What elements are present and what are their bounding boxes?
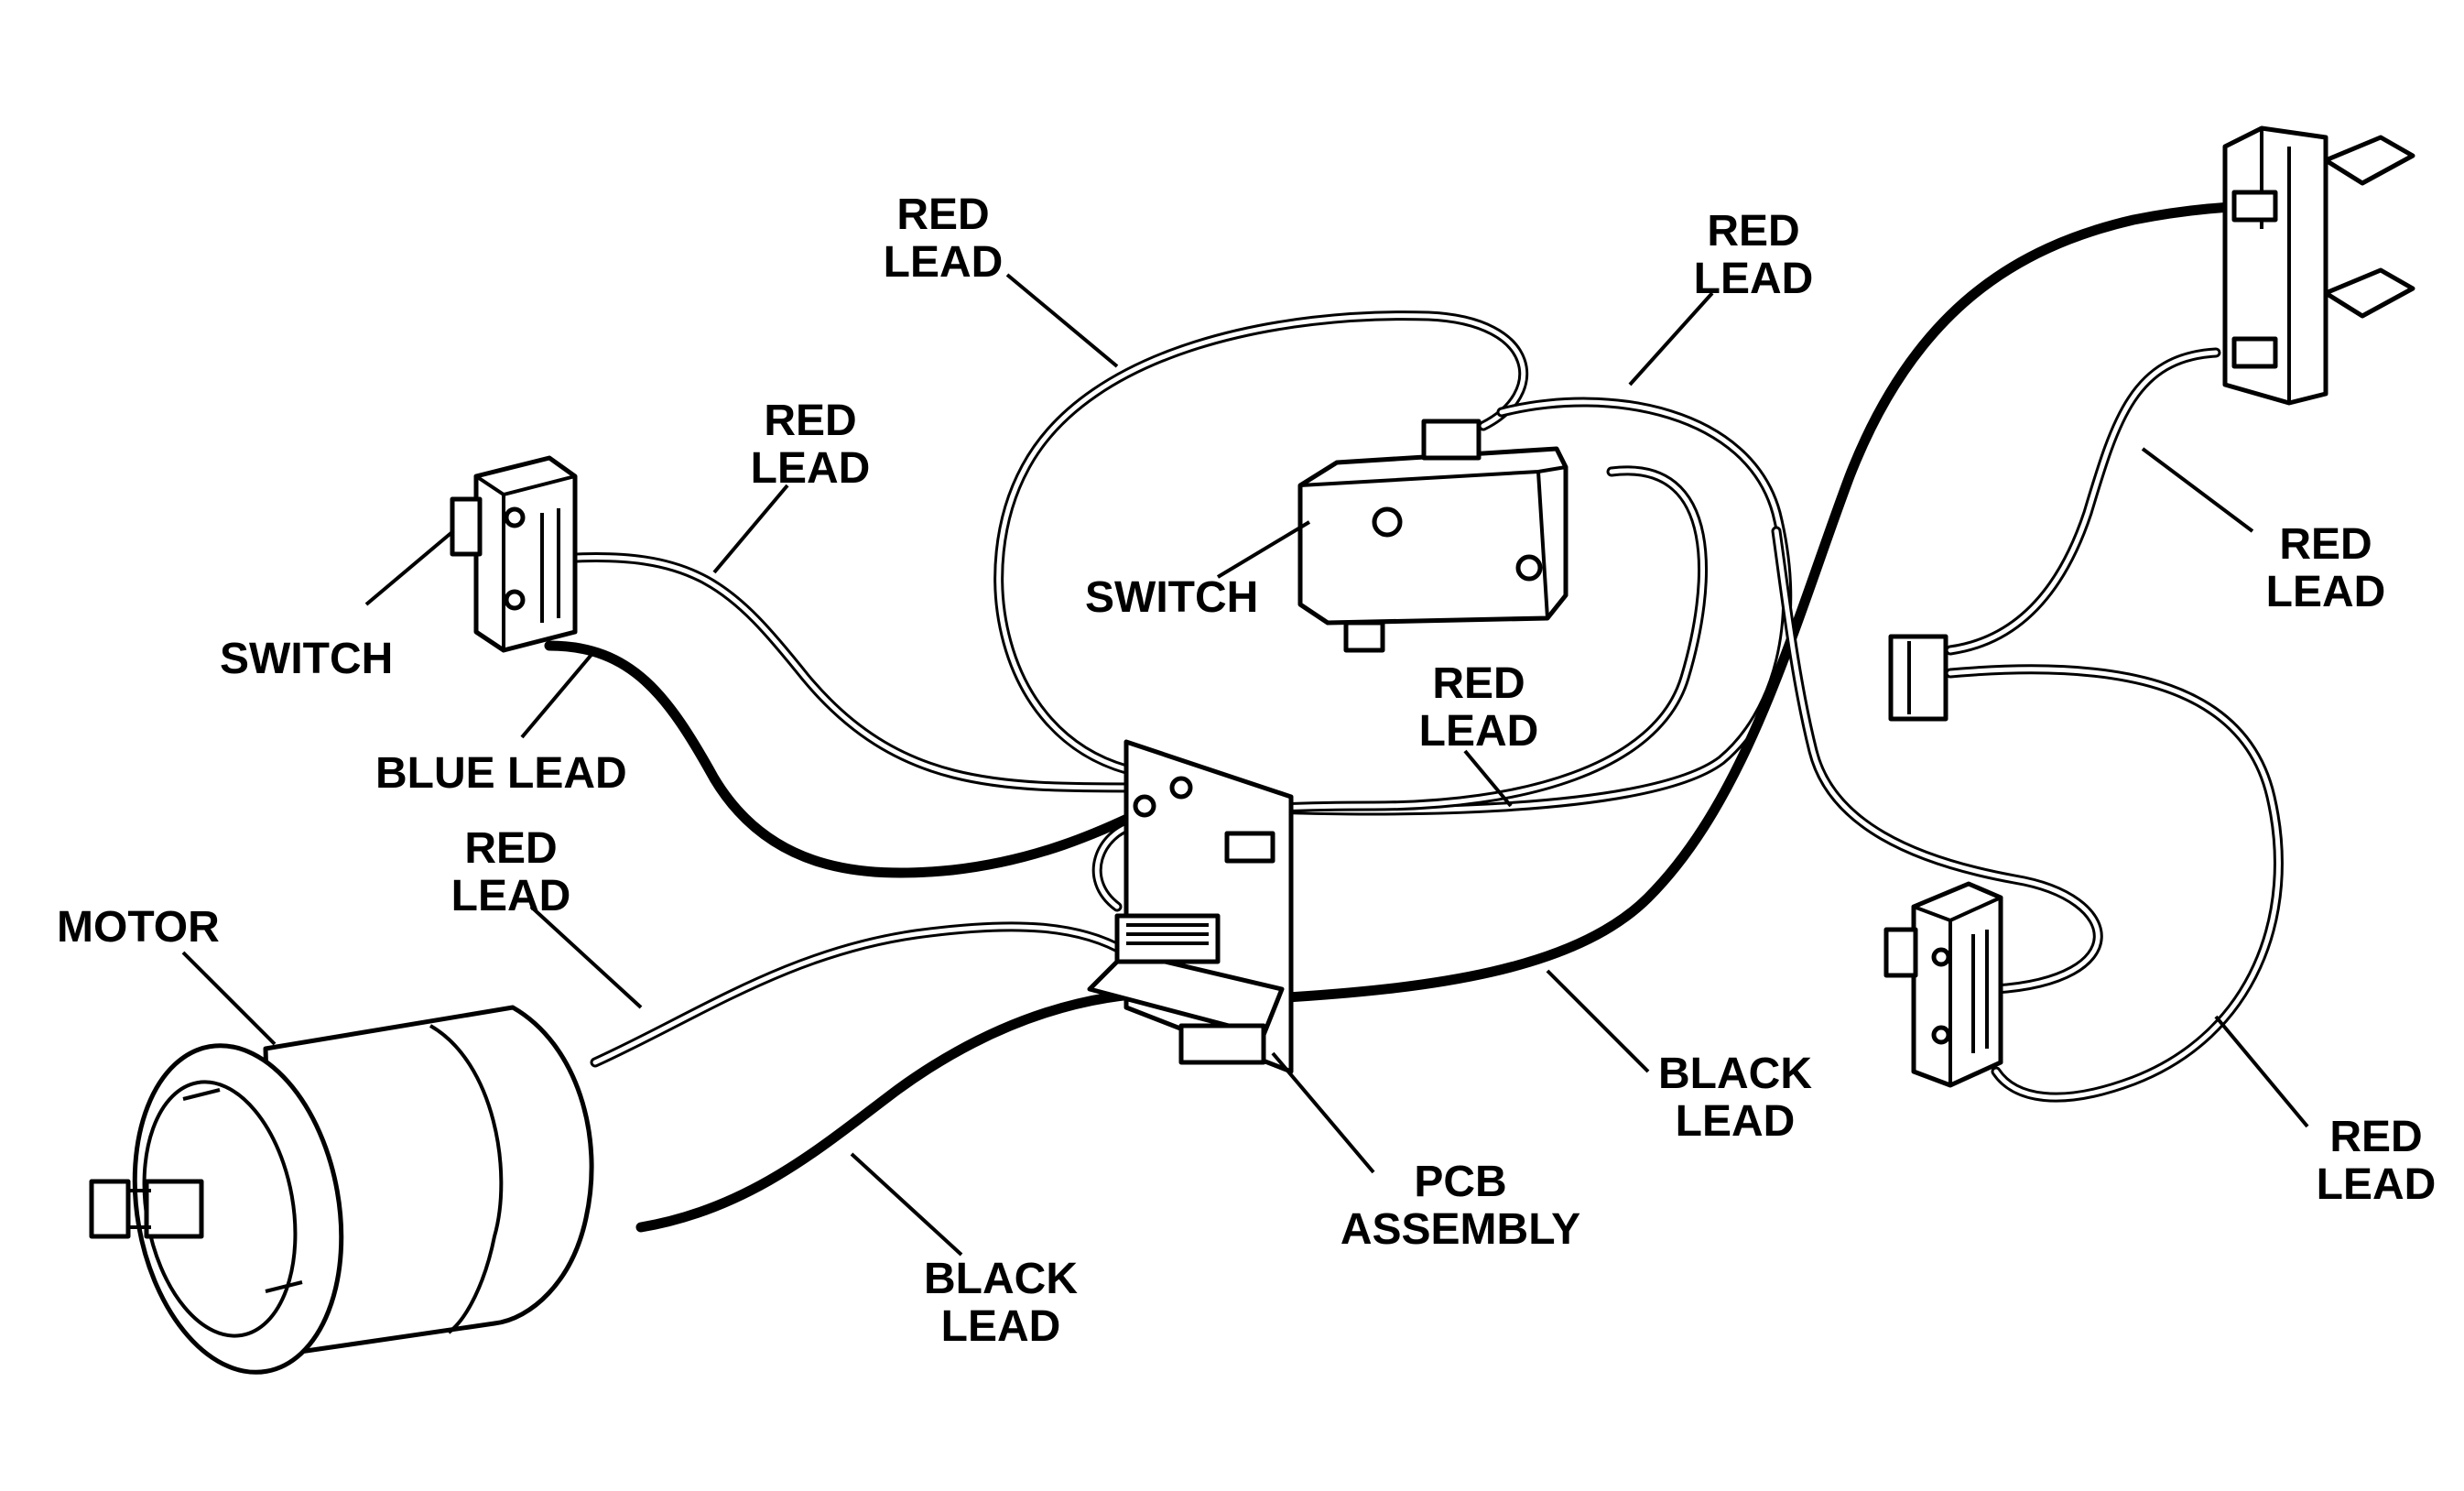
label-blue-lead: BLUE LEAD — [375, 749, 627, 798]
leader-red-lead-right-upper — [2141, 447, 2254, 533]
label-red-lead-mid-line1: RED — [1432, 659, 1525, 708]
label-red-lead-topright-line1: RED — [1707, 207, 1799, 256]
red-lead-cross-wire — [1771, 526, 2103, 995]
label-red-lead-top-line1: RED — [896, 190, 989, 239]
label-motor: MOTOR — [57, 903, 220, 952]
label-red-lead-mid-line2: LEAD — [1419, 707, 1539, 756]
black-lead-right-wire — [1267, 201, 2267, 1004]
red-lead-right-lower-wire — [1945, 664, 2284, 1103]
label-red-lead-motor-line1: RED — [464, 824, 557, 873]
leader-pcb — [1271, 1051, 1375, 1174]
center-switch — [1297, 419, 1568, 653]
leader-red-lead-right-lower — [2214, 1015, 2309, 1128]
leader-lines — [181, 273, 2309, 1257]
leader-switch-center — [1216, 520, 1311, 579]
lower-right-switch — [1883, 881, 2003, 1088]
leader-blue-lead — [520, 648, 597, 739]
red-lead-left-wire — [553, 552, 1141, 793]
small-connector — [1888, 634, 1948, 722]
label-red-lead-top-line2: LEAD — [884, 238, 1004, 287]
labels: SWITCH RED LEAD BLUE LEAD RED LEAD RED L… — [57, 190, 2436, 1351]
blue-lead-wire — [544, 640, 1159, 878]
label-black-lead-bottom-line1: BLACK — [924, 1255, 1078, 1303]
label-pcb-line2: ASSEMBLY — [1341, 1205, 1580, 1254]
right-connector-block — [2222, 125, 2415, 406]
leader-red-lead-motor — [529, 905, 643, 1009]
leader-red-lead-top — [1005, 273, 1119, 368]
label-switch-center: SWITCH — [1085, 573, 1258, 622]
label-black-lead-bottom-line2: LEAD — [941, 1302, 1061, 1351]
label-red-lead-left-line1: RED — [764, 397, 856, 445]
left-switch — [450, 455, 578, 653]
wires — [544, 201, 2284, 1233]
motor — [89, 1005, 594, 1375]
label-black-lead-right-line2: LEAD — [1676, 1097, 1796, 1146]
red-lead-motor-wire — [590, 874, 1168, 1068]
leader-red-lead-left — [712, 484, 789, 574]
leader-switch-left — [364, 529, 455, 606]
label-black-lead-right-line1: BLACK — [1658, 1050, 1812, 1098]
label-red-lead-right-upper-line1: RED — [2279, 520, 2372, 569]
red-lead-top-loop-wire — [993, 310, 1529, 775]
label-red-lead-right-lower-line1: RED — [2329, 1113, 2422, 1161]
label-red-lead-right-upper-line2: LEAD — [2266, 568, 2386, 616]
label-red-lead-right-lower-line2: LEAD — [2317, 1160, 2437, 1209]
label-pcb-line1: PCB — [1414, 1158, 1506, 1206]
label-red-lead-topright-line2: LEAD — [1694, 255, 1814, 303]
leader-black-lead-bottom — [850, 1152, 963, 1257]
red-lead-right-upper-wire — [1945, 347, 2221, 656]
leader-black-lead-right — [1546, 969, 1650, 1073]
leader-red-lead-mid — [1463, 749, 1513, 808]
label-switch-left: SWITCH — [220, 635, 393, 683]
leader-red-lead-topright — [1628, 291, 1714, 386]
leader-motor — [181, 951, 277, 1046]
label-red-lead-motor-line2: LEAD — [451, 872, 571, 920]
label-red-lead-left-line2: LEAD — [751, 444, 871, 493]
pcb-assembly — [1087, 739, 1294, 1074]
